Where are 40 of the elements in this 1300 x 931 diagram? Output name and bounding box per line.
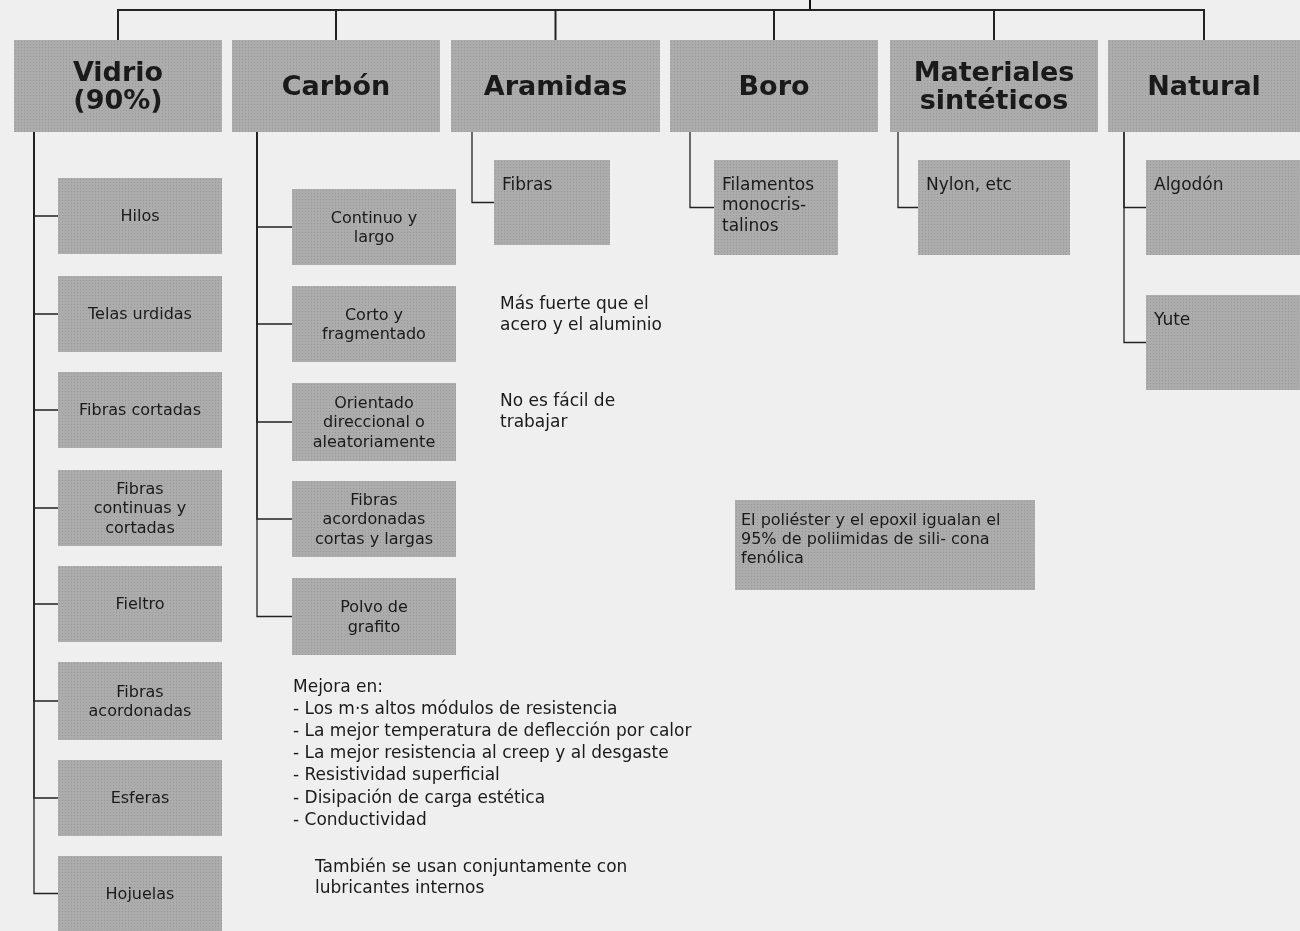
subtype-box: Algodón [1146, 160, 1300, 255]
note-box: El poliéster y el epoxil igualan el 95% de poliimidas de sili- cona fenólica [735, 500, 1035, 590]
subtype-box: Corto y fragmentado [292, 286, 456, 362]
list-item: - La mejor resistencia al creep y al desgaste [293, 742, 669, 764]
list-item: - Resistividad superficial [293, 764, 500, 786]
subtype-box: Fibras acordonadas [58, 662, 222, 740]
note-text: Más fuerte que el acero y el aluminio [500, 293, 663, 336]
note-text: También se usan conjuntamente con lubricantes internos [315, 856, 629, 899]
list-heading: Mejora en: [293, 676, 384, 698]
connector-line [897, 131, 919, 209]
connector-line [773, 9, 811, 41]
connector-line [1123, 131, 1147, 344]
subtype-box: Hojuelas [58, 856, 222, 931]
list-item: - Disipación de carga estética [293, 787, 546, 809]
category-box: Materiales sintéticos [890, 40, 1098, 132]
category-box: Vidrio (90%) [14, 40, 222, 132]
category-box: Aramidas [451, 40, 660, 132]
subtype-box: Nylon, etc [918, 160, 1070, 255]
subtype-box: Fibras [494, 160, 610, 245]
subtype-box: Orientado direccional o aleatoriamente [292, 383, 456, 461]
subtype-box: Esferas [58, 760, 222, 836]
subtype-box: Polvo de grafito [292, 578, 456, 655]
note-text: No es fácil de trabajar [500, 390, 617, 433]
subtype-box: Fibras acordonadas cortas y largas [292, 481, 456, 557]
category-box: Boro [670, 40, 878, 132]
category-box: Natural [1108, 40, 1300, 132]
connector-line [689, 131, 715, 209]
subtype-box: Fibras continuas y cortadas [58, 470, 222, 546]
subtype-box: Continuo y largo [292, 189, 456, 265]
subtype-box: Hilos [58, 178, 222, 254]
subtype-box: Fibras cortadas [58, 372, 222, 448]
subtype-box: Yute [1146, 295, 1300, 390]
list-item: - Los m·s altos módulos de resistencia [293, 698, 618, 720]
subtype-box: Fieltro [58, 566, 222, 642]
subtype-box: Filamentos monocris- talinos [714, 160, 838, 255]
list-item: - Conductividad [293, 809, 427, 831]
category-box: Carbón [232, 40, 440, 132]
subtype-box: Telas urdidas [58, 276, 222, 352]
connector-line [471, 131, 495, 204]
list-item: - La mejor temperatura de deflección por calor [293, 720, 692, 742]
